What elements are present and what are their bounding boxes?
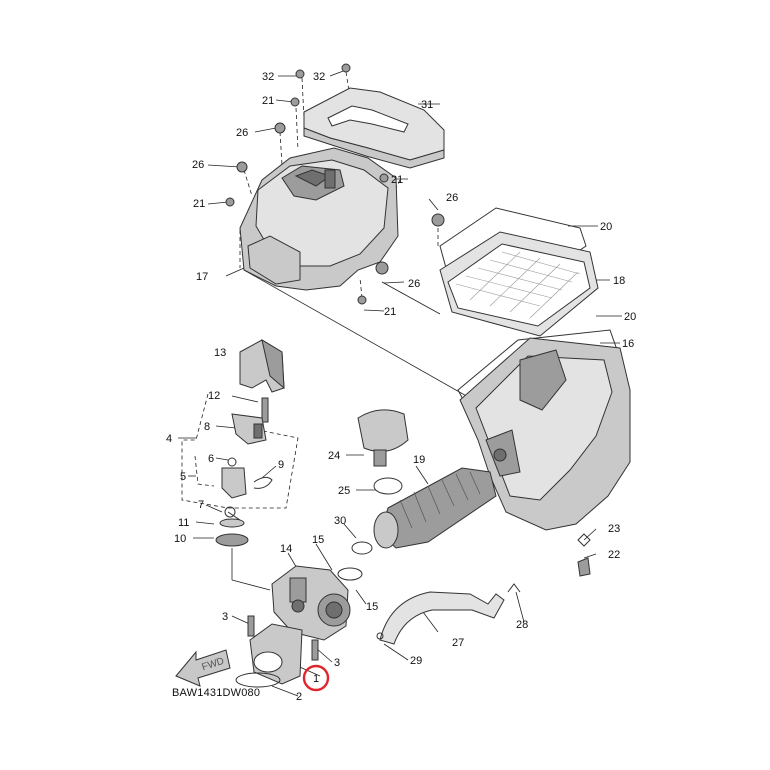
callout-25: 25	[338, 485, 350, 497]
highlight-ring	[302, 664, 330, 692]
callout-20: 20	[624, 311, 636, 323]
callout-5: 5	[180, 471, 186, 483]
callout-31: 31	[421, 99, 433, 111]
callout-21: 21	[384, 306, 396, 318]
callout-14: 14	[280, 543, 292, 555]
callout-30: 30	[334, 515, 346, 527]
callout-4: 4	[166, 433, 172, 445]
callout-23: 23	[608, 523, 620, 535]
callout-13: 13	[214, 347, 226, 359]
callout-27: 27	[452, 637, 464, 649]
diagram-code: BAW1431DW080	[172, 687, 260, 699]
callout-15: 15	[366, 601, 378, 613]
callout-28: 28	[516, 619, 528, 631]
callout-6: 6	[208, 453, 214, 465]
callout-15: 15	[312, 534, 324, 546]
hose-parts	[376, 533, 591, 645]
callout-26: 26	[236, 127, 248, 139]
air-filter-part	[439, 207, 599, 337]
callout-26: 26	[192, 159, 204, 171]
callout-3: 3	[334, 657, 340, 669]
callout-26: 26	[446, 192, 458, 204]
callout-18: 18	[613, 275, 625, 287]
callout-7: 7	[198, 499, 204, 511]
callout-17: 17	[196, 271, 208, 283]
bracket-part	[239, 338, 285, 393]
callout-labels: 32 32 31 21 26 26 21 21 26 20 17 26 18 2…	[166, 71, 636, 703]
callout-11: 11	[178, 517, 189, 529]
callout-32: 32	[313, 71, 325, 83]
callout-1: 1	[313, 673, 319, 685]
manifold-part	[235, 615, 319, 688]
callout-2: 2	[296, 691, 302, 703]
callout-16: 16	[622, 338, 634, 350]
throttle-body-part	[271, 565, 351, 641]
callout-26: 26	[408, 278, 420, 290]
callout-19: 19	[413, 454, 425, 466]
callout-22: 22	[608, 549, 620, 561]
callout-21: 21	[262, 95, 274, 107]
intake-boot-parts	[337, 409, 497, 581]
fwd-arrow-icon: FWD	[175, 649, 231, 687]
callout-3: 3	[222, 611, 228, 623]
callout-12: 12	[208, 390, 220, 402]
callout-21: 21	[391, 174, 403, 186]
callout-21: 21	[193, 198, 205, 210]
callout-29: 29	[410, 655, 422, 667]
intake-duct-part	[303, 87, 445, 169]
upper-bolts	[225, 63, 445, 305]
sensor-parts	[215, 397, 273, 547]
callout-20: 20	[600, 221, 612, 233]
callout-24: 24	[328, 450, 340, 462]
airbox-cover-part	[239, 147, 399, 291]
callout-9: 9	[278, 459, 284, 471]
airbox-case-part	[457, 329, 631, 531]
callout-32: 32	[262, 71, 274, 83]
callout-8: 8	[204, 421, 210, 433]
callout-10: 10	[174, 533, 186, 545]
